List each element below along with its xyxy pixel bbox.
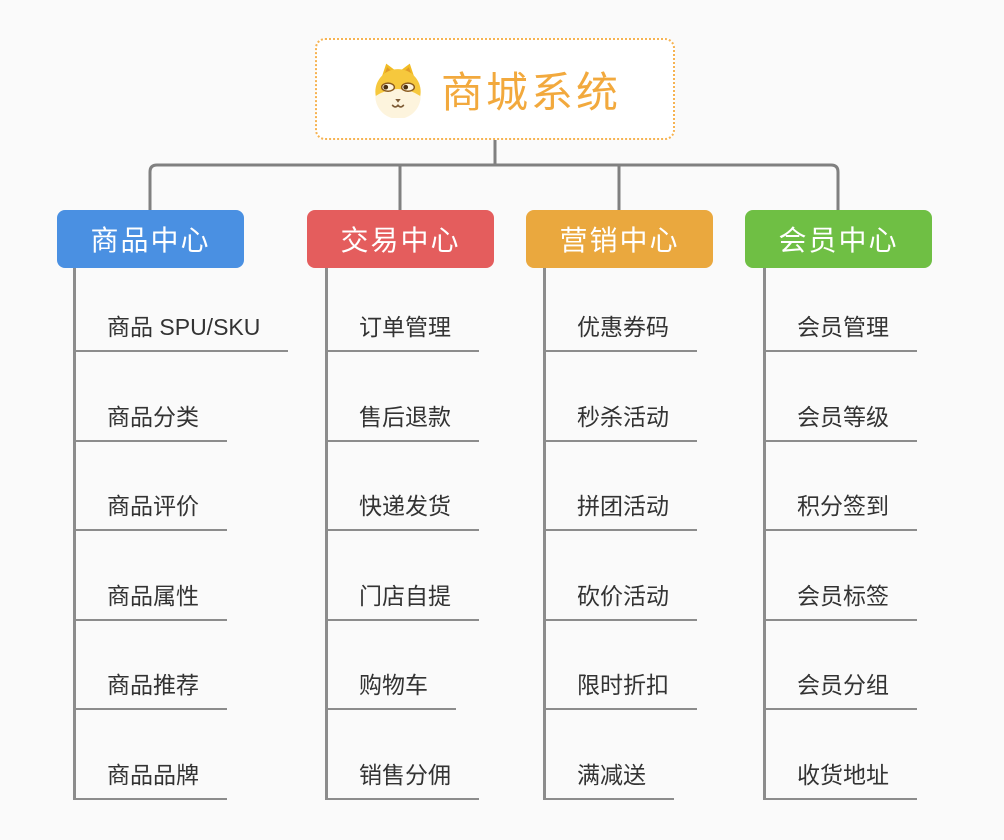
branch-label: 会员中心 xyxy=(778,225,899,256)
branch-node-trade-center[interactable]: 交易中心 xyxy=(307,210,494,268)
branch-label: 交易中心 xyxy=(340,225,461,256)
leaf-node[interactable]: 会员分组 xyxy=(763,670,917,710)
leaf-node[interactable]: 商品推荐 xyxy=(73,670,227,710)
branch-node-product-center[interactable]: 商品中心 xyxy=(57,210,244,268)
leaf-node[interactable]: 商品评价 xyxy=(73,491,227,531)
leaf-node[interactable]: 购物车 xyxy=(325,670,456,710)
leaf-node[interactable]: 限时折扣 xyxy=(543,670,697,710)
leaf-node[interactable]: 商品 SPU/SKU xyxy=(73,312,289,352)
root-title: 商城系统 xyxy=(440,68,621,116)
trunk-line xyxy=(543,268,546,800)
leaf-node[interactable]: 会员等级 xyxy=(763,402,917,442)
branch-label: 商品中心 xyxy=(90,225,211,256)
trunk-line xyxy=(73,268,76,800)
root-node[interactable]: 商城系统 xyxy=(315,38,675,140)
leaf-node[interactable]: 售后退款 xyxy=(325,402,479,442)
trunk-line xyxy=(325,268,328,800)
leaf-node[interactable]: 秒杀活动 xyxy=(543,402,697,442)
leaf-node[interactable]: 门店自提 xyxy=(325,581,479,621)
leaf-node[interactable]: 商品品牌 xyxy=(73,760,227,800)
leaf-node[interactable]: 满减送 xyxy=(543,760,674,800)
branch-node-member-center[interactable]: 会员中心 xyxy=(745,210,932,268)
leaf-node[interactable]: 优惠券码 xyxy=(543,312,697,352)
leaf-node[interactable]: 会员标签 xyxy=(763,581,917,621)
leaf-node[interactable]: 砍价活动 xyxy=(543,581,697,621)
branch-label: 营销中心 xyxy=(559,225,680,256)
leaf-node[interactable]: 销售分佣 xyxy=(325,760,479,800)
branch-children-trade: 订单管理 售后退款 快递发货 门店自提 购物车 销售分佣 xyxy=(325,262,615,807)
branch-children-product: 商品 SPU/SKU 商品分类 商品评价 商品属性 商品推荐 商品品牌 xyxy=(73,262,363,807)
leaf-node[interactable]: 收货地址 xyxy=(763,760,917,800)
branch-node-marketing-center[interactable]: 营销中心 xyxy=(526,210,713,268)
dog-face-icon xyxy=(369,60,427,119)
leaf-node[interactable]: 积分签到 xyxy=(763,491,917,531)
leaf-node[interactable]: 订单管理 xyxy=(325,312,479,352)
leaf-node[interactable]: 拼团活动 xyxy=(543,491,697,531)
trunk-line xyxy=(763,268,766,800)
leaf-node[interactable]: 会员管理 xyxy=(763,312,917,352)
branch-children-marketing: 优惠券码 秒杀活动 拼团活动 砍价活动 限时折扣 满减送 xyxy=(543,262,833,807)
branch-bracket-line xyxy=(148,163,840,210)
leaf-node[interactable]: 商品分类 xyxy=(73,402,227,442)
branch-children-member: 会员管理 会员等级 积分签到 会员标签 会员分组 收货地址 xyxy=(763,262,1004,807)
leaf-node[interactable]: 商品属性 xyxy=(73,581,227,621)
leaf-node[interactable]: 快递发货 xyxy=(325,491,479,531)
